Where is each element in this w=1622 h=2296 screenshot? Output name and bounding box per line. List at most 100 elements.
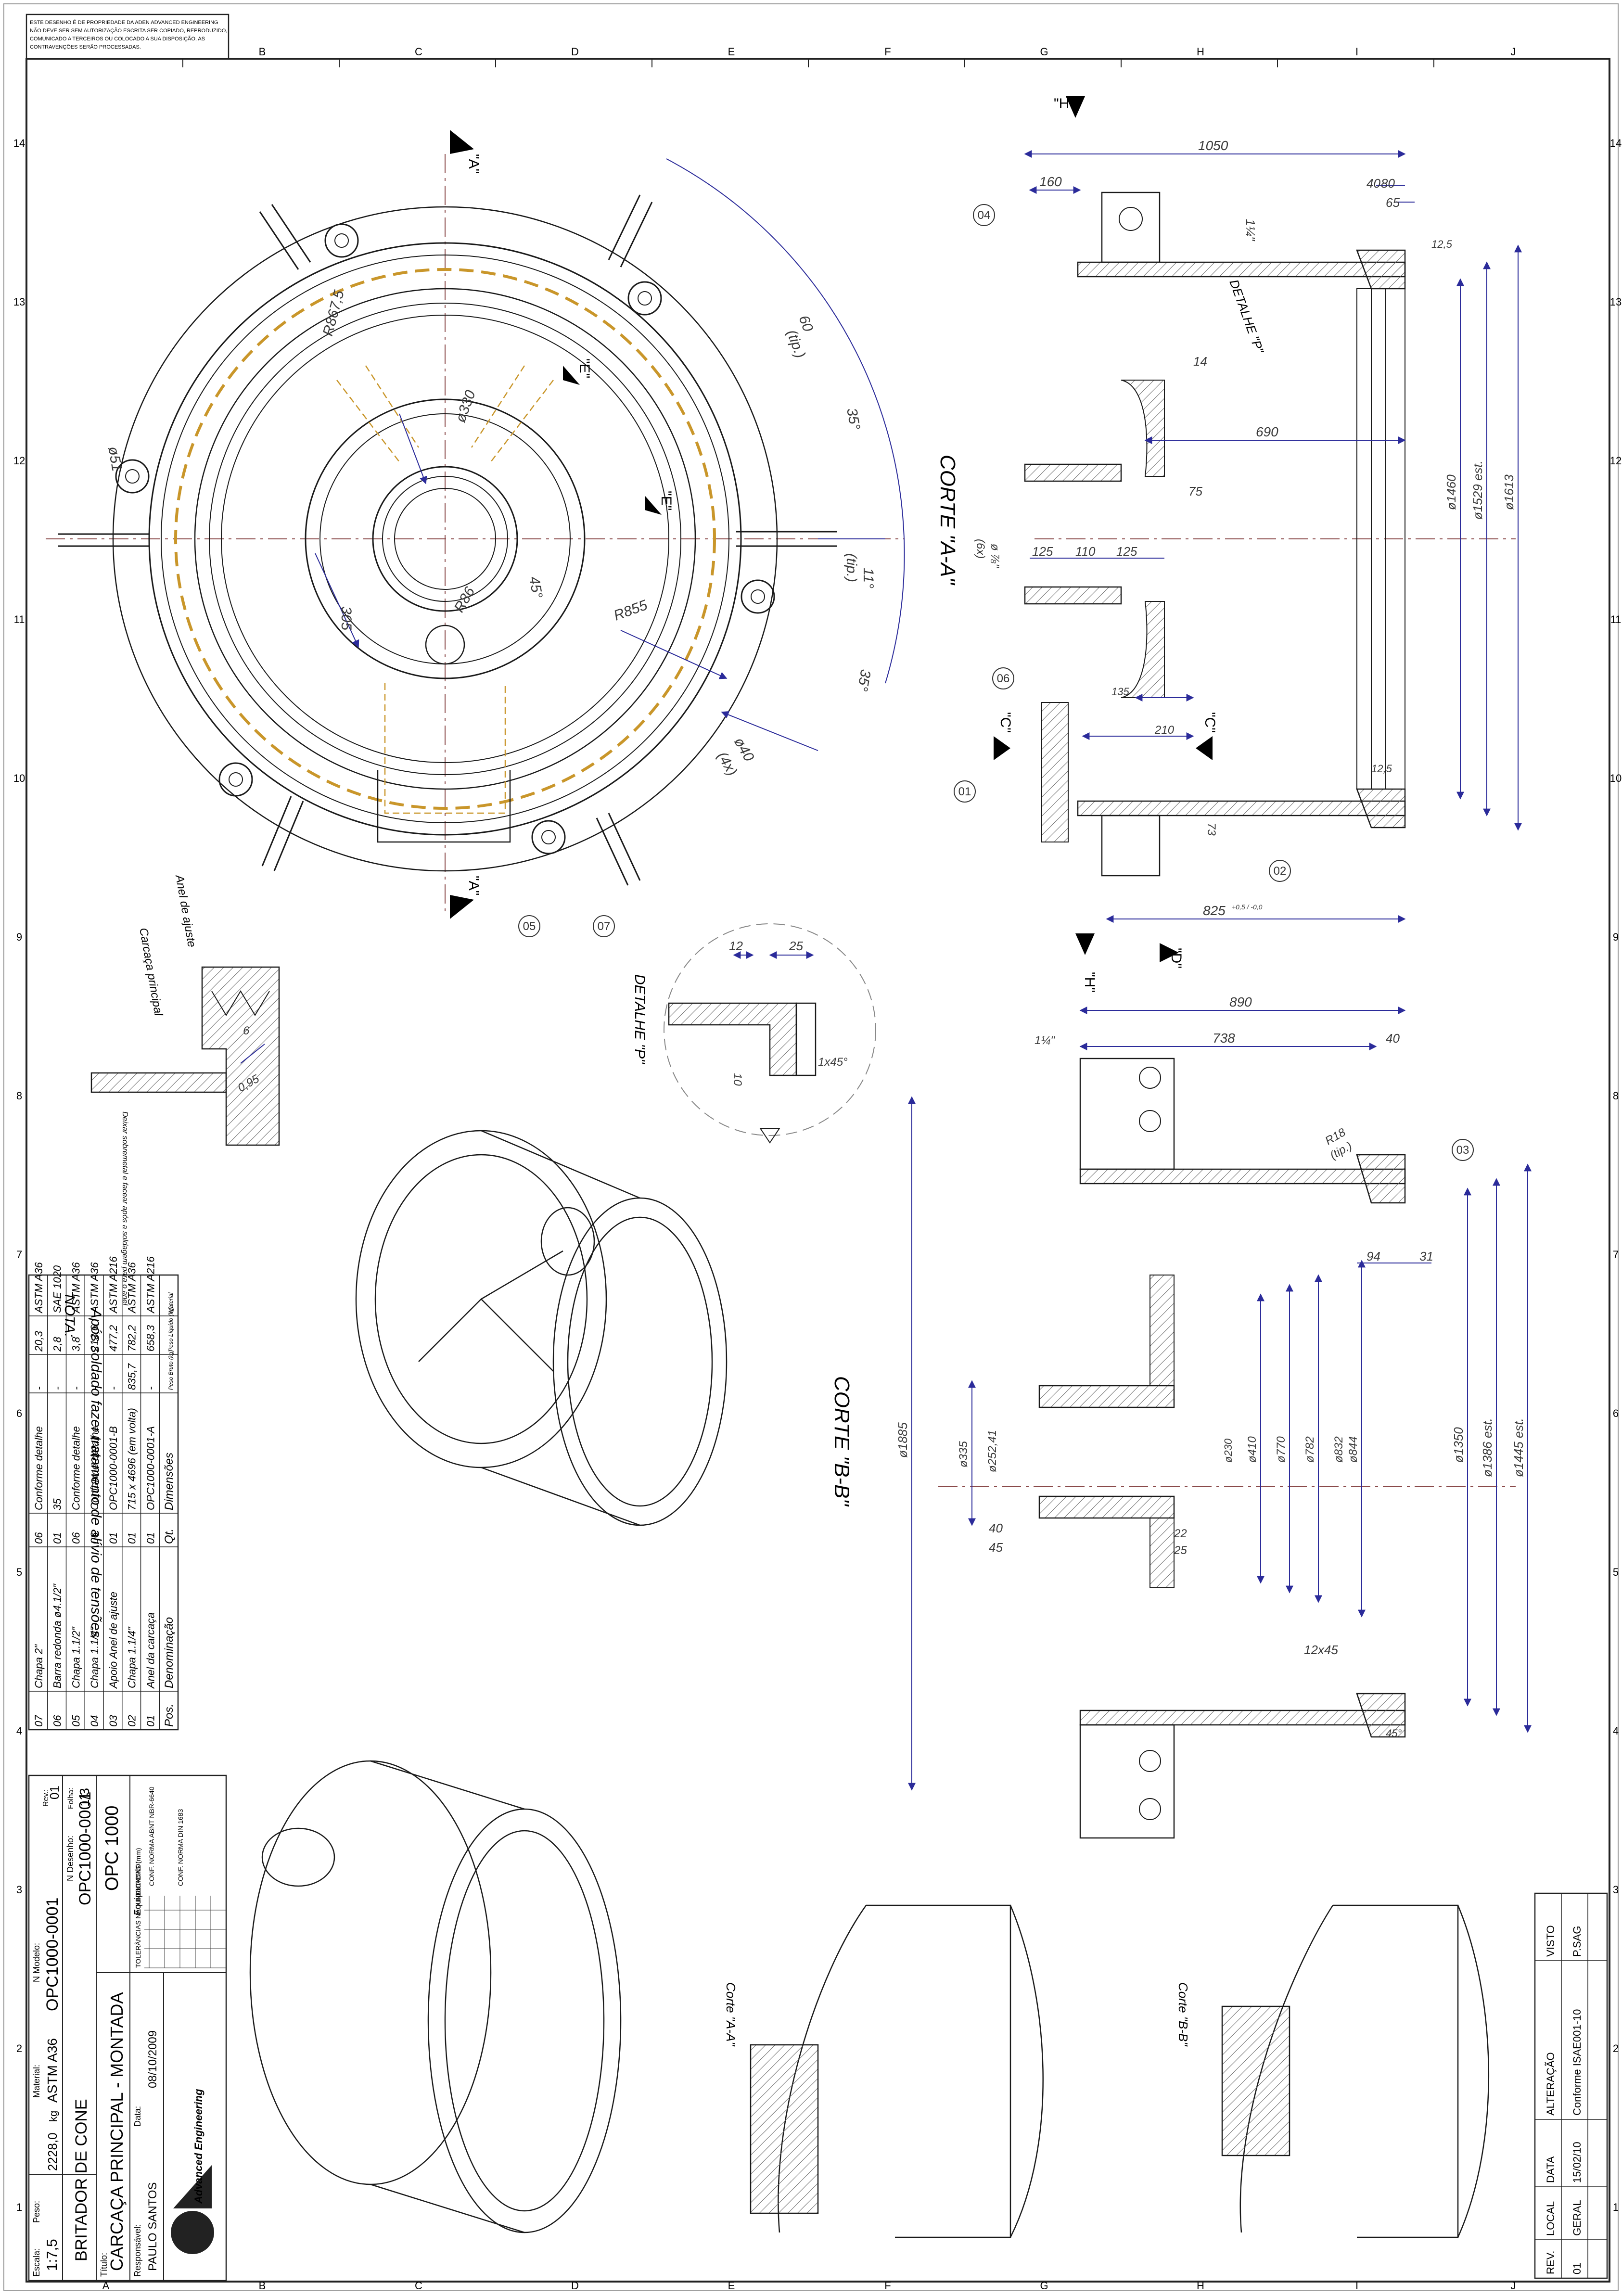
material-value: ASTM A36 — [45, 2038, 60, 2103]
desenho-value: OPC1000-0001 — [76, 1792, 94, 1905]
escala-label: Escala: — [32, 2248, 41, 2277]
bom-cell: 01 — [107, 1532, 119, 1544]
rev-label: Rev.: — [42, 1789, 50, 1807]
dim-40: 40 — [1367, 176, 1380, 191]
dim-125-b: 125 — [1116, 544, 1137, 559]
border-col-bottom-H: H — [1197, 2280, 1204, 2292]
dim-25-b: 25 — [1174, 1544, 1187, 1557]
border-row-left-4: 4 — [16, 1725, 22, 1737]
bom-cell: 04 — [89, 1715, 101, 1727]
notice-line-3: COMUNICADO A TERCEIROS OU COLOCADO A SUA… — [30, 36, 205, 42]
dim-d230: ø230 — [1222, 1438, 1234, 1463]
section-mark-e-2: "E" — [658, 491, 674, 510]
section-mark-c-right: "C" — [1202, 712, 1218, 733]
note-title: NOTA: — [62, 1294, 77, 1337]
dim-45deg: 45° — [526, 575, 545, 599]
responsavel-label: Responsável: — [133, 2224, 142, 2277]
bom-cell: Chapa 2" — [33, 1644, 45, 1688]
balloon-07: 07 — [593, 915, 615, 937]
bom-cell: 658,3 — [144, 1325, 156, 1352]
dim-135: 135 — [1111, 686, 1129, 698]
peso-value: 2228,0 — [45, 2132, 60, 2171]
dim-12x45: 12x45 — [1304, 1643, 1338, 1657]
escala-value: 1:7,5 — [44, 2239, 60, 2271]
bom-cell: Chapa 1.1/2" — [70, 1626, 82, 1688]
titulo-value: CARCAÇA PRINCIPAL - MONTADA — [107, 1992, 127, 2271]
dim-75: 75 — [1188, 484, 1202, 498]
revision-header: ALTERAÇÃO — [1545, 2052, 1557, 2116]
bom-cell: Conforme detalhe — [33, 1426, 45, 1510]
bom-cell: 06 — [70, 1532, 82, 1544]
dim-125-a: 125 — [1032, 544, 1053, 559]
border-row-right-12: 12 — [1610, 455, 1622, 467]
dim-210: 210 — [1154, 724, 1175, 737]
bom-cell: ASTM A36 — [70, 1262, 82, 1314]
dim-d40-4x: (4x) — [714, 749, 740, 778]
dim-890: 890 — [1229, 995, 1252, 1009]
border-row-left-11: 11 — [14, 613, 25, 625]
bom-cell: 715 x 4696 (em volta) — [126, 1408, 138, 1510]
dim-r855: R855 — [612, 597, 650, 624]
ring-detail — [90, 966, 280, 1146]
dim-d1885: ø1885 — [895, 1422, 910, 1458]
isometric-cut-a-a — [750, 1904, 1044, 2238]
dim-d1386: ø1386 est. — [1480, 1418, 1494, 1477]
border-row-right-7: 7 — [1613, 1249, 1619, 1261]
dim-22: 22 — [1174, 1527, 1187, 1540]
bom-cell: 03 — [107, 1715, 119, 1727]
border-col-top-C: C — [415, 46, 422, 58]
bom-cell: - — [144, 1387, 156, 1390]
border-row-left-2: 2 — [16, 2042, 22, 2054]
bom-cell: ASTM A36 — [126, 1262, 138, 1314]
svg-text:07: 07 — [598, 920, 611, 933]
dim-11-tip: (tip.) — [843, 553, 859, 582]
note-text: Após soldado fazer tratamento de alívio … — [88, 1308, 104, 1638]
section-b-b-title: CORTE "B-B" — [830, 1376, 854, 1507]
notice-line-2: NÃO DEVE SER SEM AUTORIZAÇÃO ESCRITA SER… — [30, 27, 227, 34]
equipamento-value: BRITADOR DE CONE — [72, 2099, 90, 2261]
dim-6x: (6x) — [974, 539, 987, 559]
dim-weld-12-5: 12,5 — [1431, 238, 1453, 250]
dim-14: 14 — [1193, 354, 1207, 369]
revision-header: VISTO — [1545, 1925, 1557, 1957]
border-col-bottom-G: G — [1040, 2280, 1048, 2292]
bom-cell: - — [33, 1387, 45, 1390]
bom-cell: ASTM A36 — [33, 1262, 45, 1314]
bom-cell: 01 — [144, 1532, 156, 1544]
title-block: Escala: 1:7,5 Peso: 2228,0 kg Material: … — [28, 1774, 227, 2282]
dim-7-8in: ø ⅞" — [988, 544, 1001, 568]
section-a-a-labels: CORTE "A-A" "H" "H" "C" "C" "D" DETALHE … — [936, 96, 1516, 993]
bom-header: Peso Líquido (kg) — [167, 1306, 174, 1352]
dim-1050: 1050 — [1198, 138, 1228, 153]
bom-cell: 01 — [51, 1532, 64, 1544]
dim-738: 738 — [1213, 1031, 1235, 1046]
dim-10: 10 — [731, 1073, 744, 1086]
border-col-bottom-I: I — [1355, 2280, 1358, 2292]
bom-cell: 835,7 — [126, 1363, 138, 1390]
dim-40-c: 40 — [989, 1521, 1003, 1535]
notice-line-1: ESTE DESENHO É DE PROPRIEDADE DA ADEN AD… — [30, 19, 218, 26]
dim-45deg-b: 45° — [1386, 1727, 1402, 1739]
dim-d410: ø410 — [1246, 1436, 1259, 1463]
border-row-right-5: 5 — [1613, 1566, 1619, 1578]
section-mark-h-bottom: "H" — [1082, 972, 1098, 993]
dim-160: 160 — [1039, 174, 1062, 189]
tolerance-grid — [144, 1896, 226, 1968]
bom-header: Denominação — [163, 1617, 176, 1688]
dim-80: 80 — [1381, 176, 1395, 191]
border-col-top-G: G — [1040, 46, 1048, 58]
border-col-bottom-F: F — [884, 2280, 891, 2292]
border-row-right-9: 9 — [1613, 931, 1619, 943]
dim-weld-12-5-b: 12,5 — [1371, 763, 1392, 775]
border-row-left-13: 13 — [13, 296, 25, 308]
bom-cell: 06 — [33, 1532, 45, 1544]
dim-45: 45 — [989, 1540, 1003, 1555]
modelo-value: OPC1000-0001 — [43, 1898, 62, 2011]
section-mark-c-left: "C" — [997, 712, 1013, 733]
border-row-right-13: 13 — [1610, 296, 1622, 308]
dim-25: 25 — [789, 939, 803, 953]
